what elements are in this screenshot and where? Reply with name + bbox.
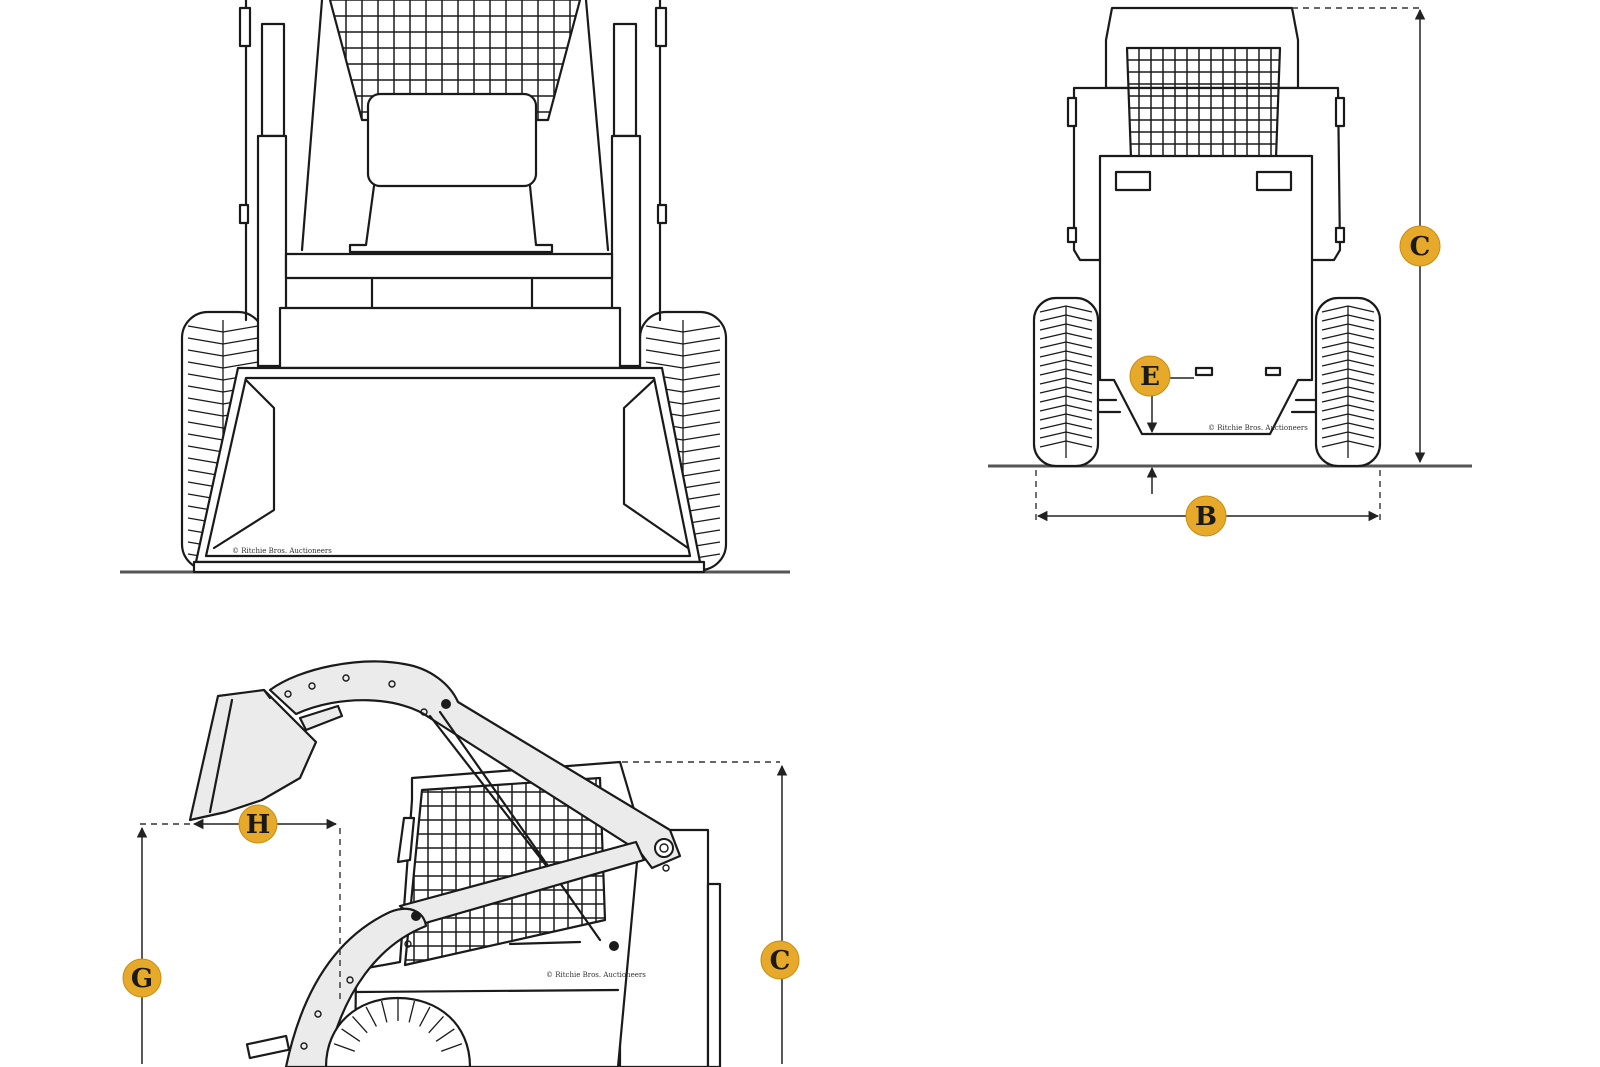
rear-clearance-badge bbox=[1129, 355, 1171, 397]
front-credit-text: © Ritchie Bros. Auctioneers bbox=[232, 547, 332, 555]
rear-credit-text: © Ritchie Bros. Auctioneers bbox=[1208, 424, 1308, 432]
side-reach-badge bbox=[238, 804, 278, 844]
front-cab bbox=[238, 0, 668, 322]
front-view: © Ritchie Bros. Auctioneers bbox=[120, 0, 790, 574]
rear-width-badge bbox=[1185, 495, 1227, 537]
rear-right-wheel bbox=[1314, 296, 1382, 468]
side-height-badge bbox=[760, 940, 800, 980]
front-bucket: © Ritchie Bros. Auctioneers bbox=[192, 306, 706, 574]
side-reach-label: H bbox=[246, 810, 271, 840]
side-hinge-height-dimension: G bbox=[122, 826, 162, 1064]
side-reach-dimension: H bbox=[140, 804, 341, 1000]
side-cab: © Ritchie Bros. Auctioneers bbox=[353, 760, 646, 1067]
side-view: © Ritchie Bros. Auctioneers bbox=[122, 660, 800, 1067]
rear-height-label: C bbox=[1410, 232, 1431, 262]
side-height-label: C bbox=[770, 946, 791, 976]
rear-width-dimension: B bbox=[1035, 470, 1381, 537]
rear-clearance-label: E bbox=[1140, 362, 1160, 392]
rear-body: © Ritchie Bros. Auctioneers bbox=[1066, 6, 1346, 436]
side-hinge-height-label: G bbox=[131, 964, 153, 994]
side-front-wheel bbox=[324, 996, 472, 1067]
rear-left-wheel bbox=[1032, 296, 1100, 468]
rear-view: © Ritchie Bros. Auctioneers C E B bbox=[988, 6, 1472, 537]
rear-clearance-dimension: E bbox=[1129, 355, 1194, 494]
rear-height-dimension: C bbox=[1292, 7, 1441, 464]
side-lower-link bbox=[245, 840, 646, 1067]
side-height-dimension: C bbox=[622, 761, 800, 1064]
rear-width-label: B bbox=[1195, 502, 1217, 532]
side-hinge-height-badge bbox=[122, 958, 162, 998]
rear-height-badge bbox=[1399, 225, 1441, 267]
side-bucket bbox=[188, 688, 318, 822]
side-credit-text: © Ritchie Bros. Auctioneers bbox=[546, 971, 646, 979]
